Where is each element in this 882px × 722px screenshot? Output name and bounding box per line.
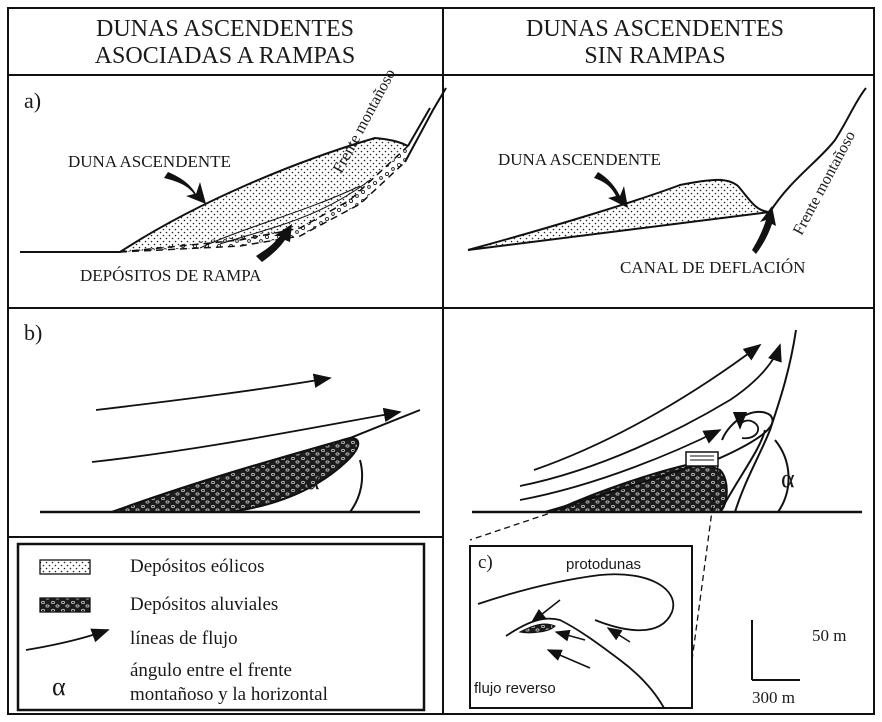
scale-vertical-label: 50 m: [812, 626, 846, 646]
legend-alpha-symbol: α: [52, 672, 66, 702]
arrow-duna-right: [594, 172, 628, 208]
panel-b-left: [40, 378, 420, 512]
legend-swatch-eolian: [40, 560, 90, 574]
label-canal-deflacion: CANAL DE DEFLACIÓN: [620, 258, 805, 278]
label-protodunas: protodunas: [566, 556, 641, 573]
scale-bar: [752, 620, 800, 680]
legend-alluvial-label: Depósitos aluviales: [130, 594, 278, 616]
label-flujo-reverso: flujo reverso: [474, 680, 556, 697]
arrow-duna-left: [164, 172, 206, 204]
panel-a-left: [20, 88, 446, 262]
legend-flow-line: [26, 630, 108, 650]
label-duna-ascendente-right: DUNA ASCENDENTE: [498, 150, 661, 170]
legend-eolian-label: Depósitos eólicos: [130, 556, 265, 578]
panel-a-letter: a): [24, 88, 41, 114]
panel-c-letter: c): [478, 552, 493, 574]
legend-swatch-alluvial: [40, 598, 90, 612]
eddy-arrow: [740, 421, 758, 439]
panel-b-letter: b): [24, 320, 42, 346]
flow-line-5: [534, 345, 760, 470]
legend-angle-line2: montañoso y la horizontal: [130, 684, 328, 706]
header-left-line1: DUNAS ASCENDENTES: [60, 16, 390, 43]
header-left-line2: ASOCIADAS A RAMPAS: [60, 43, 390, 70]
legend-flow-label: líneas de flujo: [130, 628, 238, 650]
alpha-right: α: [781, 464, 795, 494]
flow-line-1: [96, 378, 330, 410]
label-depositos-rampa: DEPÓSITOS DE RAMPA: [80, 266, 261, 286]
header-right-line1: DUNAS ASCENDENTES: [490, 16, 820, 43]
flow-line-3: [520, 345, 780, 486]
alpha-left: α: [306, 466, 320, 496]
legend-angle-line1: ángulo entre el frente: [130, 660, 292, 682]
label-duna-ascendente-left: DUNA ASCENDENTE: [68, 152, 231, 172]
scale-horizontal-label: 300 m: [752, 688, 795, 708]
header-right-line2: SIN RAMPAS: [490, 43, 820, 70]
